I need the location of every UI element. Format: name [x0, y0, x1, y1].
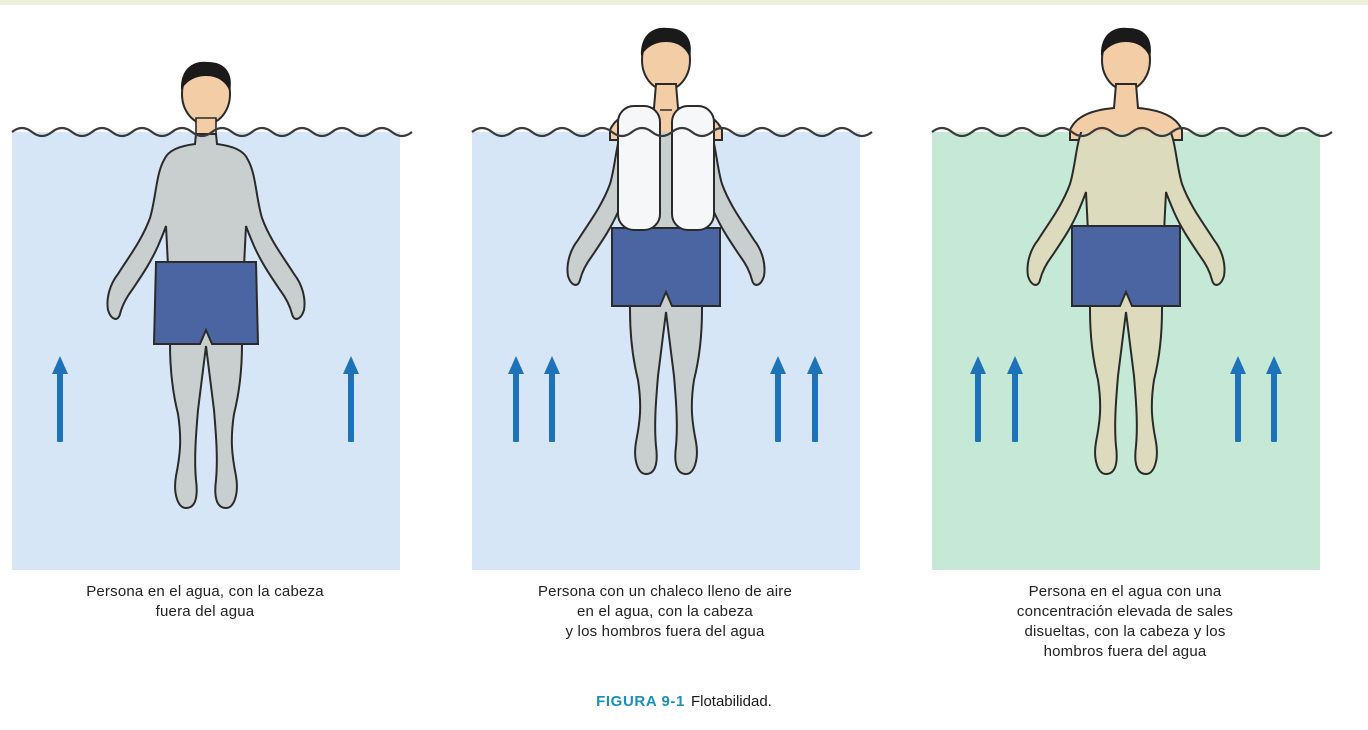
caption-line: fuera del agua: [10, 602, 400, 622]
swimmer: [181, 62, 231, 134]
swimmer: [1101, 28, 1151, 90]
caption-line: disueltas, con la cabeza y los: [925, 622, 1325, 642]
caption-line: concentración elevada de sales: [925, 602, 1325, 622]
caption-line: Persona con un chaleco lleno de aire: [468, 582, 862, 602]
figure-label: FIGURA 9-1: [596, 693, 685, 710]
swim-shorts: [1072, 226, 1180, 306]
panel-air-vest: [472, 28, 872, 570]
panel-caption: Persona en el agua con una concentración…: [925, 582, 1325, 662]
panel-caption: Persona con un chaleco lleno de aire en …: [468, 582, 862, 642]
swimmer: [641, 28, 691, 90]
caption-line: y los hombros fuera del agua: [468, 622, 862, 642]
figure-caption: FIGURA 9-1 Flotabilidad.: [440, 693, 928, 710]
swim-shorts: [612, 228, 720, 306]
panel-salt-water: [932, 28, 1332, 570]
figure-title: Flotabilidad.: [691, 693, 772, 710]
caption-line: Persona en el agua, con la cabeza: [10, 582, 400, 602]
caption-line: hombros fuera del agua: [925, 642, 1325, 662]
panel-caption: Persona en el agua, con la cabeza fuera …: [10, 582, 400, 622]
panel-head-out: [12, 62, 412, 570]
caption-line: Persona en el agua con una: [925, 582, 1325, 602]
swim-shorts: [154, 262, 258, 344]
caption-line: en el agua, con la cabeza: [468, 602, 862, 622]
